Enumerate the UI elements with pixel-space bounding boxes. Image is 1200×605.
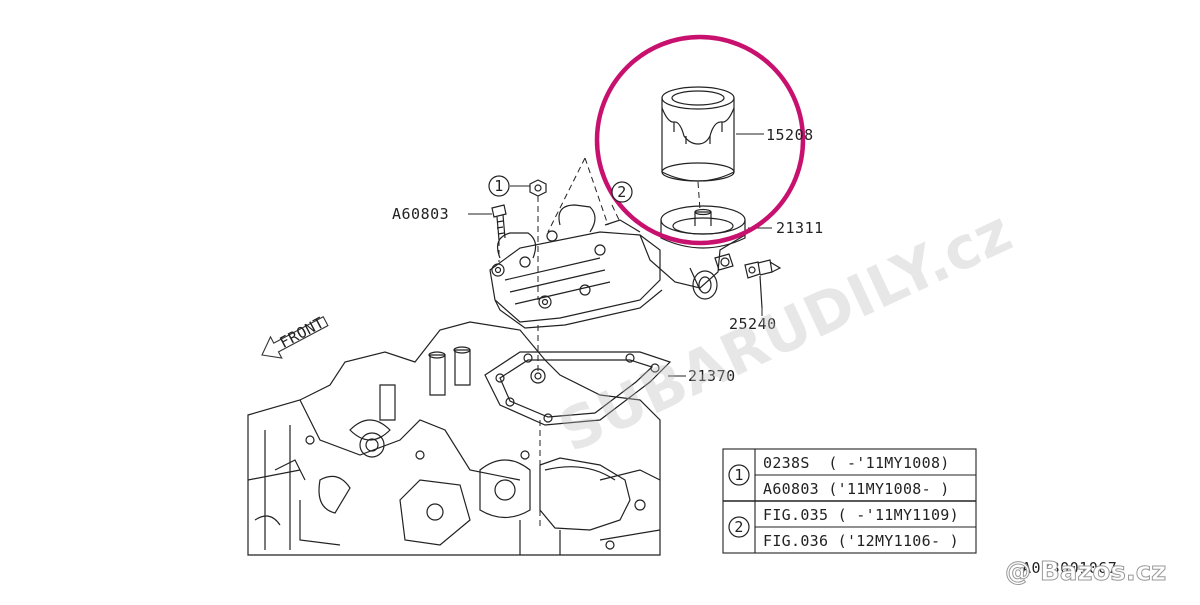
site-watermark: SUBARUDILY.cz <box>549 197 1022 466</box>
engine-block <box>247 321 661 556</box>
filter-highlight-circle <box>594 34 806 246</box>
oil-cooler-housing <box>489 204 746 329</box>
nut-0238s <box>529 179 547 197</box>
marketplace-watermark: @ Bazos.cz <box>1005 557 1166 587</box>
label-25240: 25240 <box>729 315 777 333</box>
front-label: FRONT <box>277 313 328 351</box>
oil-cooler-gasket <box>484 351 672 426</box>
table-cell: FIG.035 ( -'11MY1109) <box>763 506 959 524</box>
figure-code: A033001067 <box>1022 559 1117 577</box>
label-21370: 21370 <box>688 367 736 385</box>
bolt-a60803 <box>491 204 507 241</box>
table-cell: A60803 ('11MY1008- ) <box>763 480 950 498</box>
callout-2: 2 <box>611 181 633 203</box>
label-21311: 21311 <box>776 219 824 237</box>
table-marker-2: 2 <box>734 518 743 536</box>
table-cell: FIG.036 ('12MY1106- ) <box>763 532 959 550</box>
reference-table <box>722 448 977 554</box>
label-a60803: A60803 <box>392 205 449 223</box>
label-15208: 15208 <box>766 126 814 144</box>
table-marker-1: 1 <box>734 466 743 484</box>
oil-pressure-sensor <box>744 259 782 309</box>
table-row-1: 1 0238S ( -'11MY1008) A60803 ('11MY1008-… <box>728 454 950 498</box>
front-direction-arrow: FRONT <box>261 313 329 359</box>
svg-text:2: 2 <box>617 183 627 201</box>
oil-filter <box>661 86 735 182</box>
svg-text:1: 1 <box>494 177 504 195</box>
table-row-2: 2 FIG.035 ( -'11MY1109) FIG.036 ('12MY11… <box>728 506 959 550</box>
callout-1: 1 <box>488 175 510 197</box>
assembly-guides <box>498 157 701 528</box>
table-cell: 0238S ( -'11MY1008) <box>763 454 950 472</box>
